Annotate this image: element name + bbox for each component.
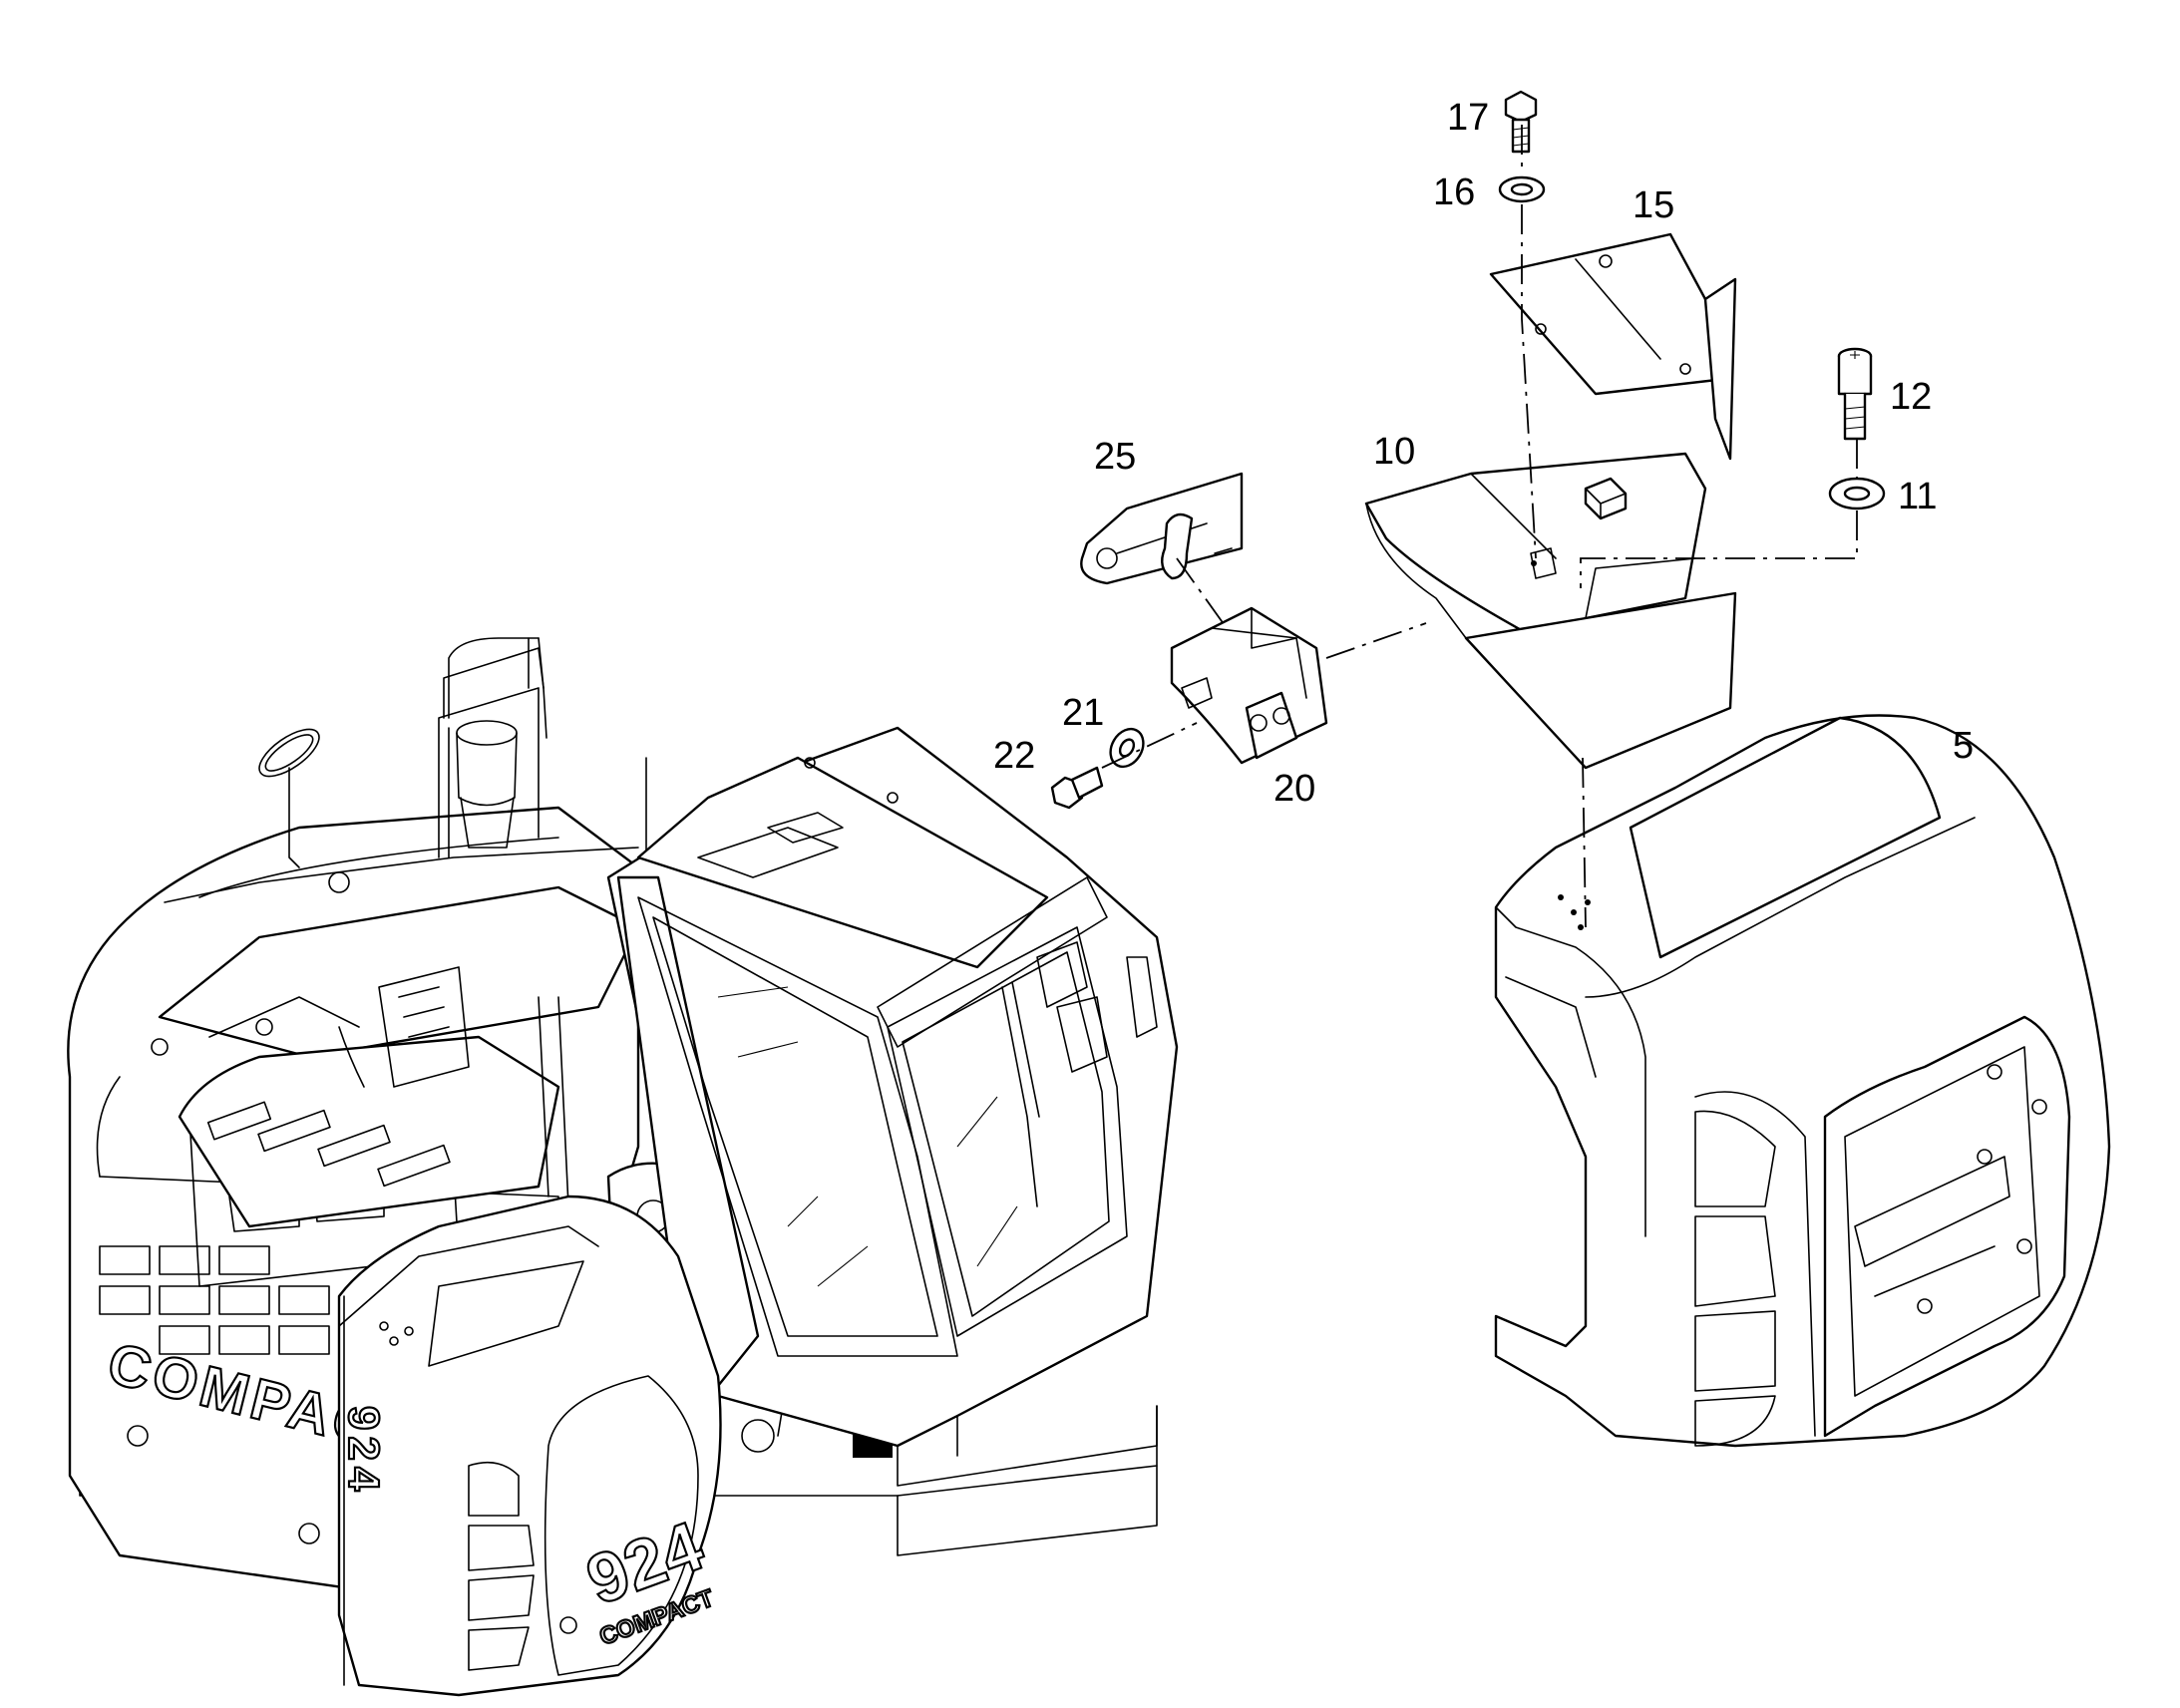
side-number-vertical: 924 <box>339 1406 388 1497</box>
part-latch <box>1170 606 1328 765</box>
callout-11: 11 <box>1898 476 1937 517</box>
part-angled-plate <box>1489 232 1737 461</box>
part-screw-12 <box>1837 347 1873 441</box>
mirror-left <box>258 728 350 893</box>
callout-25: 25 <box>1094 436 1136 478</box>
callout-21: 21 <box>1062 692 1104 734</box>
callout-22: 22 <box>993 735 1035 777</box>
side-grille <box>99 1245 330 1355</box>
assembly-lines <box>1101 125 1858 928</box>
canister <box>456 720 518 849</box>
callout-10: 10 <box>1373 431 1415 473</box>
excavator-assembly: COMPACT <box>67 637 1179 1697</box>
callout-15: 15 <box>1633 184 1674 226</box>
part-hood <box>1494 714 2111 1448</box>
part-washer-21 <box>1109 727 1145 769</box>
callout-17: 17 <box>1447 97 1489 139</box>
part-washer-16 <box>1498 175 1546 203</box>
operator-cab <box>606 726 1179 1487</box>
part-bolt-22 <box>1050 766 1104 810</box>
callout-labels: 5 10 11 12 15 16 17 20 21 22 25 <box>993 97 1974 810</box>
part-key-plate <box>1080 472 1244 585</box>
callout-16: 16 <box>1433 171 1475 213</box>
part-chute-bracket <box>1364 452 1737 770</box>
front-hood-mounted: 924 924 COMPACT <box>337 1195 722 1697</box>
part-washer-11 <box>1828 477 1886 511</box>
part-bolt-17 <box>1504 90 1538 154</box>
callout-20: 20 <box>1273 768 1315 810</box>
callout-5: 5 <box>1953 725 1974 767</box>
callout-12: 12 <box>1890 376 1932 418</box>
